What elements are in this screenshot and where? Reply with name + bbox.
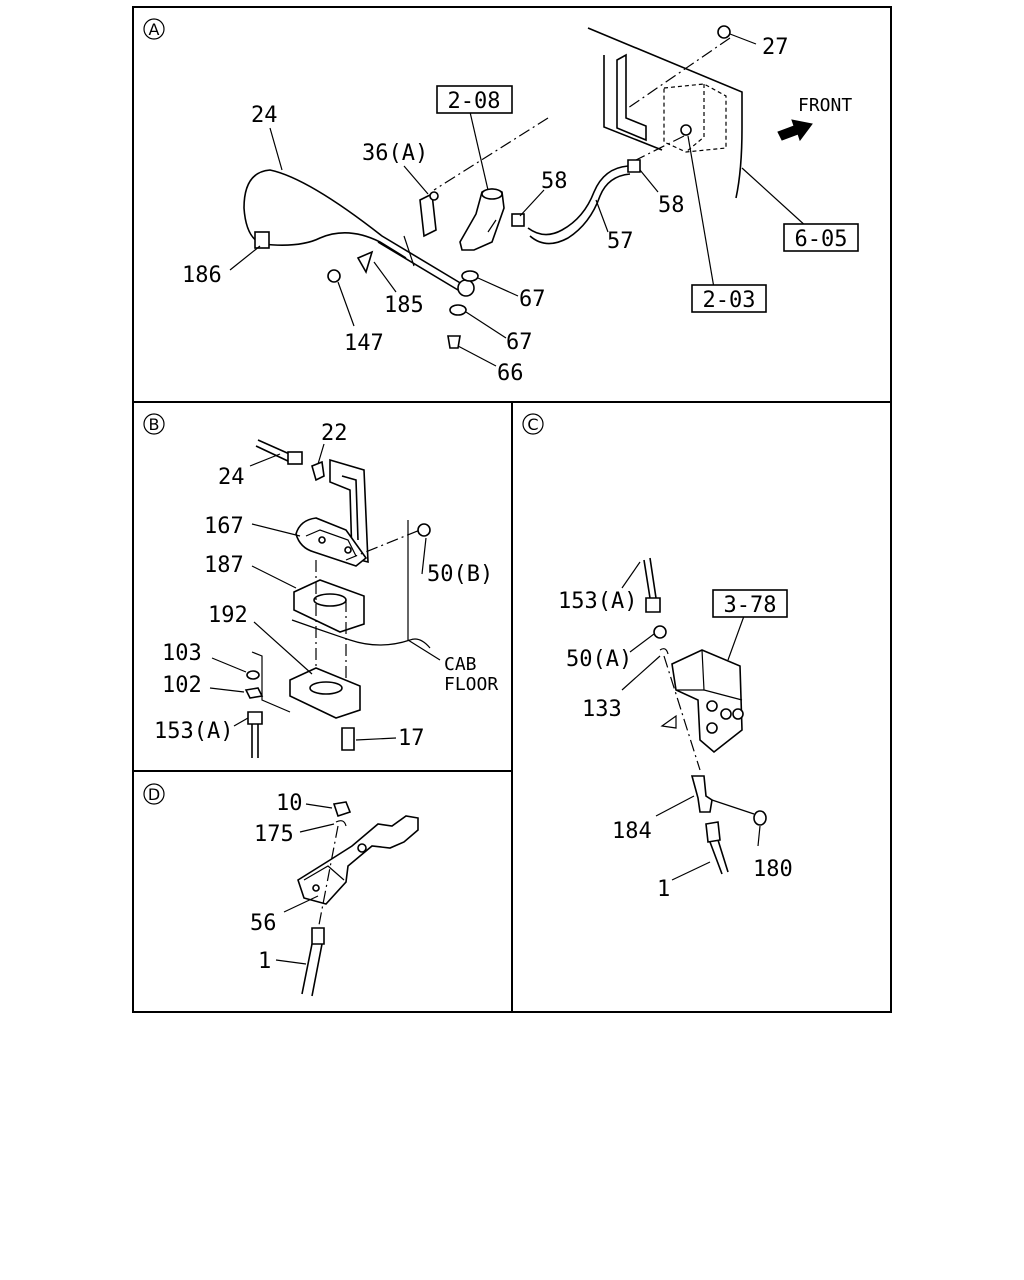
- label-1-c: 1: [657, 877, 670, 902]
- front-arrow-icon: [777, 119, 813, 142]
- leader-lines-a: [229, 33, 809, 367]
- label-floor: FLOOR: [444, 674, 498, 695]
- svg-text:C: C: [527, 415, 538, 434]
- label-66: 66: [497, 361, 524, 386]
- label-175: 175: [254, 822, 294, 847]
- label-58-left: 58: [541, 169, 568, 194]
- label-58-right: 58: [658, 193, 685, 218]
- svg-text:2-03: 2-03: [703, 288, 756, 313]
- label-cab: CAB: [444, 654, 477, 675]
- panel-a-marker: A: [143, 18, 165, 40]
- hose-57-drawing: [527, 159, 641, 245]
- svg-text:2-08: 2-08: [448, 89, 501, 114]
- label-153a-c: 153(A): [558, 589, 637, 614]
- panel-c-marker: C: [522, 413, 544, 435]
- ref-box-3-78: 3-78: [712, 589, 788, 618]
- small-parts-a: [327, 25, 731, 349]
- svg-text:D: D: [148, 785, 160, 804]
- label-24-b: 24: [218, 465, 245, 490]
- label-56: 56: [250, 911, 277, 936]
- leader-lines-b: [209, 443, 441, 741]
- label-102: 102: [162, 673, 202, 698]
- label-50a: 50(A): [566, 647, 632, 672]
- label-103: 103: [162, 641, 202, 666]
- diagram-frames: [132, 6, 892, 1013]
- svg-text:3-78: 3-78: [724, 593, 777, 618]
- label-147: 147: [344, 331, 384, 356]
- panel-b: B: [143, 413, 498, 758]
- label-153a-b: 153(A): [154, 719, 233, 744]
- panel-a: A: [143, 18, 859, 386]
- svg-text:6-05: 6-05: [795, 227, 848, 252]
- label-1-d: 1: [258, 949, 271, 974]
- svg-text:B: B: [149, 415, 160, 434]
- leader-lines-d: [275, 803, 335, 965]
- label-22: 22: [321, 421, 348, 446]
- label-17: 17: [398, 726, 425, 751]
- label-184: 184: [612, 819, 652, 844]
- panel-c: C: [522, 413, 793, 902]
- fuel-tank-drawing: [433, 27, 743, 199]
- label-133: 133: [582, 697, 622, 722]
- hose-24-drawing: [243, 169, 475, 297]
- bracket-36a-drawing: [356, 191, 439, 275]
- label-57: 57: [607, 229, 634, 254]
- label-180: 180: [753, 857, 793, 882]
- ref-box-2-03: 2-03: [691, 284, 767, 313]
- label-167: 167: [204, 514, 244, 539]
- bracket-3-78-drawing: [643, 557, 767, 875]
- mount-bracket-drawing: [244, 439, 431, 758]
- label-50b: 50(B): [427, 562, 493, 587]
- label-187: 187: [204, 553, 244, 578]
- pump-2-08-drawing: [459, 188, 525, 251]
- label-185: 185: [384, 293, 424, 318]
- ref-box-6-05: 6-05: [783, 223, 859, 252]
- leader-lines-c: [621, 561, 761, 881]
- panel-d-marker: D: [143, 783, 165, 805]
- panel-d: D 10 175 56 1: [143, 783, 419, 997]
- panel-b-marker: B: [143, 413, 165, 435]
- label-27: 27: [762, 35, 789, 60]
- label-67-lower: 67: [506, 330, 533, 355]
- label-10: 10: [276, 791, 303, 816]
- label-67-upper: 67: [519, 287, 546, 312]
- label-192: 192: [208, 603, 248, 628]
- label-24: 24: [251, 103, 278, 128]
- bracket-56-drawing: [297, 801, 419, 997]
- label-36a: 36(A): [362, 141, 428, 166]
- label-front: FRONT: [798, 95, 852, 116]
- ref-box-2-08: 2-08: [436, 85, 513, 114]
- svg-text:A: A: [149, 20, 160, 39]
- label-186: 186: [182, 263, 222, 288]
